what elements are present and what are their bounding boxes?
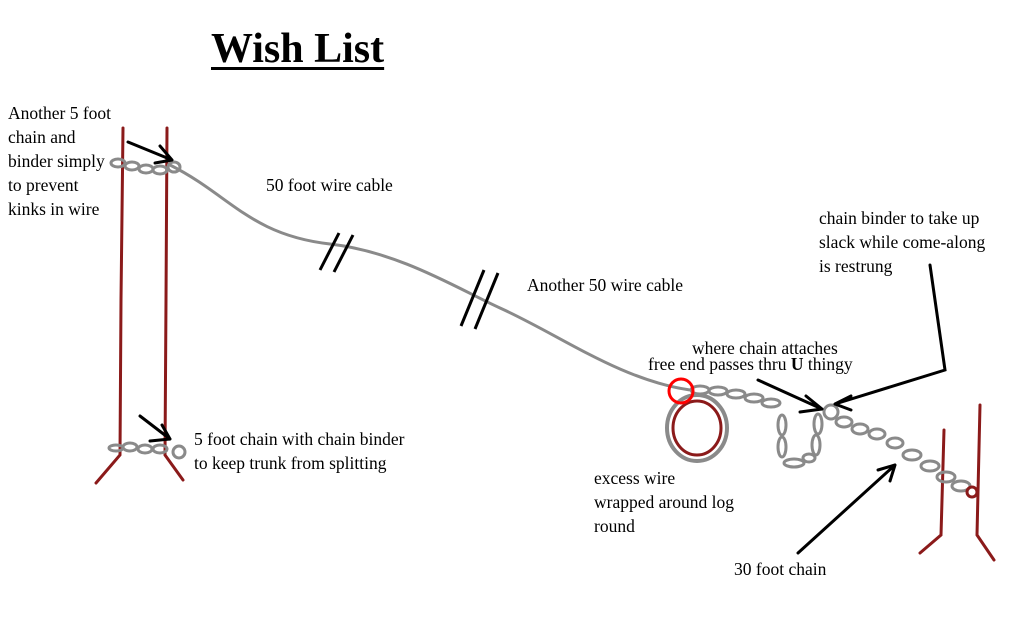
right-tree [918, 403, 996, 562]
right-tree-wrap [965, 485, 979, 499]
cable-break-2 [459, 269, 500, 330]
label-excess-wire: excess wire wrapped around log round [594, 466, 734, 538]
label-top-left-chain: Another 5 foot chain and binder simply t… [8, 101, 111, 221]
label-line: Another 5 foot [8, 103, 112, 123]
label-line: binder simply [8, 151, 105, 171]
label-free-end-bold: U [790, 354, 804, 374]
label-chain-binder-slack: chain binder to take up slack while come… [819, 206, 985, 278]
label-line: to prevent [8, 175, 79, 195]
bottom-left-chain [107, 441, 187, 460]
log-round [665, 393, 729, 463]
label-line: kinks in wire [8, 199, 100, 219]
label-line: slack while come-along [819, 232, 986, 252]
arrow-u-thingy [756, 378, 824, 414]
arrows [126, 140, 947, 555]
label-line: round [594, 516, 635, 536]
label-line: chain binder to take up [819, 208, 980, 228]
left-tree [94, 126, 185, 485]
attachment-marker [667, 377, 695, 405]
top-left-chain [109, 157, 182, 176]
label-cable-another-50: Another 50 wire cable [527, 275, 683, 295]
label-line: to keep trunk from splitting [194, 453, 387, 473]
label-bottom-chain: 5 foot chain with chain binder to keep t… [194, 427, 404, 475]
label-line: wrapped around log [594, 492, 734, 512]
arrow-30-foot-chain [796, 463, 897, 555]
label-line: chain and [8, 127, 76, 147]
wire-cable [169, 163, 691, 392]
label-where-chain-attaches: where chain attaches [692, 338, 838, 358]
label-chain-30: 30 foot chain [734, 559, 827, 579]
label-line: is restrung [819, 256, 893, 276]
label-free-end: free end passes thru U thingy [648, 352, 853, 376]
label-cable-50: 50 foot wire cable [266, 175, 393, 195]
arrow-chain-binder [833, 263, 947, 412]
page-title: Wish List [211, 26, 385, 72]
arrow-top-left [126, 140, 174, 165]
label-line: 5 foot chain with chain binder [194, 429, 405, 449]
cable-break-1 [318, 232, 355, 273]
label-line: excess wire [594, 468, 676, 488]
label-free-end-prefix: free end passes thru [648, 354, 791, 374]
chain-30-foot [689, 384, 972, 493]
label-free-end-suffix: thingy [803, 354, 853, 374]
arrow-bottom-left [138, 414, 172, 443]
